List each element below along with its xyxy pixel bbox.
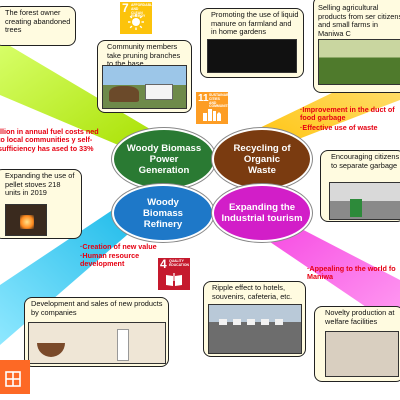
green-band	[0, 40, 160, 150]
city-icon	[203, 109, 221, 121]
callout-development-sales: Development and sales of new products by…	[24, 297, 169, 367]
stove-photo	[5, 204, 47, 236]
callout-forest-owner-text: The forest owner creating abandoned tree…	[5, 8, 71, 35]
sdg-4-title: QUALITY EDUCATION	[169, 259, 189, 267]
pink-band	[245, 210, 400, 330]
woody-biomass-power-generation-label: Woody Biomass Power Generation	[126, 142, 202, 176]
recycling-of-organic-waste-oval: Recycling of Organic Waste	[212, 128, 312, 190]
products-photo	[28, 322, 166, 364]
callout-ripple-effect-text: Ripple effect to hotels, souvenirs, cafe…	[212, 283, 293, 301]
bowl-icon	[37, 343, 65, 357]
sdg-4-tile: 4 QUALITY EDUCATION	[158, 258, 190, 290]
sdg-4-number: 4	[160, 257, 167, 271]
sdg-7-title: AFFORDABLE AND CLEAN ENERGY	[131, 3, 155, 19]
industry-icon	[5, 371, 21, 387]
expanding-industrial-tourism-label: Expanding the Industrial tourism	[221, 202, 303, 224]
bin-icon	[350, 199, 362, 217]
appealing-note: ·Appealing to the world fo Maniwa	[307, 264, 396, 282]
sdg-11-title: SUSTAINABLE CITIES AND COMMUNITIES	[209, 93, 234, 109]
sun-icon	[128, 14, 144, 30]
sdg-11-number: 11	[198, 93, 209, 104]
helmets	[219, 319, 289, 325]
manure-photo	[207, 39, 297, 73]
callout-selling-agricultural-text: Selling agricultural products from ser c…	[318, 3, 400, 38]
fire-icon	[20, 215, 34, 229]
callout-liquid-manure-text: Promoting the use of liquid manure on fa…	[211, 10, 299, 37]
effective-use-note: ·Effective use of waste	[300, 123, 378, 132]
callout-pellet-stoves-text: Expanding the use of pellet stoves 218 u…	[5, 171, 75, 198]
callout-encouraging-citizens-text: Encouraging citizens to separate garbage	[331, 152, 400, 170]
sdg-11-tile: 11 SUSTAINABLE CITIES AND COMMUNITIES	[196, 92, 234, 124]
branches-pile	[109, 86, 139, 102]
sdg-7-number: 7	[122, 1, 129, 15]
sdg-9-tile	[0, 360, 30, 394]
callout-novelty-production-text: Novelty production at welfare facilities	[325, 308, 395, 326]
human-resource-note: ·Human resource development	[80, 251, 140, 269]
market-photo	[318, 39, 400, 85]
garbage-photo	[329, 182, 400, 220]
truck-photo	[102, 65, 187, 109]
callout-pellet-stoves: Expanding the use of pellet stoves 218 u…	[0, 169, 82, 239]
sdg-7-tile: 7 AFFORDABLE AND CLEAN ENERGY	[120, 1, 155, 34]
callout-community-members-text: Community members take pruning branches …	[107, 42, 181, 69]
improvement-note: ·Improvement in the duct of food garbage	[300, 105, 395, 123]
callout-development-sales-text: Development and sales of new products by…	[31, 299, 163, 317]
callout-encouraging-citizens: Encouraging citizens to separate garbage	[320, 150, 400, 222]
bottle-icon	[117, 329, 129, 361]
callout-forest-owner: The forest owner creating abandoned tree…	[0, 6, 76, 46]
callout-novelty-production: Novelty production at welfare facilities	[314, 306, 400, 382]
fuel-costs-note: illion in annual fuel costs ned to local…	[0, 127, 99, 153]
callout-community-members: Community members take pruning branches …	[97, 40, 192, 113]
callout-ripple-effect: Ripple effect to hotels, souvenirs, cafe…	[203, 281, 306, 357]
creation-note: ·Creation of new value	[80, 242, 157, 251]
woody-biomass-refinery-label: Woody Biomass Refinery	[143, 196, 183, 230]
callout-liquid-manure: Promoting the use of liquid manure on fa…	[200, 8, 304, 78]
callout-selling-agricultural: Selling agricultural products from ser c…	[313, 0, 400, 93]
woody-biomass-refinery-oval: Woody Biomass Refinery	[112, 184, 214, 242]
expanding-industrial-tourism-oval: Expanding the Industrial tourism	[212, 184, 312, 242]
recycling-of-organic-waste-label: Recycling of Organic Waste	[233, 142, 291, 176]
woody-biomass-power-generation-oval: Woody Biomass Power Generation	[112, 128, 216, 190]
novelty-photo	[325, 331, 399, 377]
truck-icon	[145, 84, 173, 100]
tour-photo	[208, 304, 302, 354]
book-icon	[166, 273, 182, 286]
